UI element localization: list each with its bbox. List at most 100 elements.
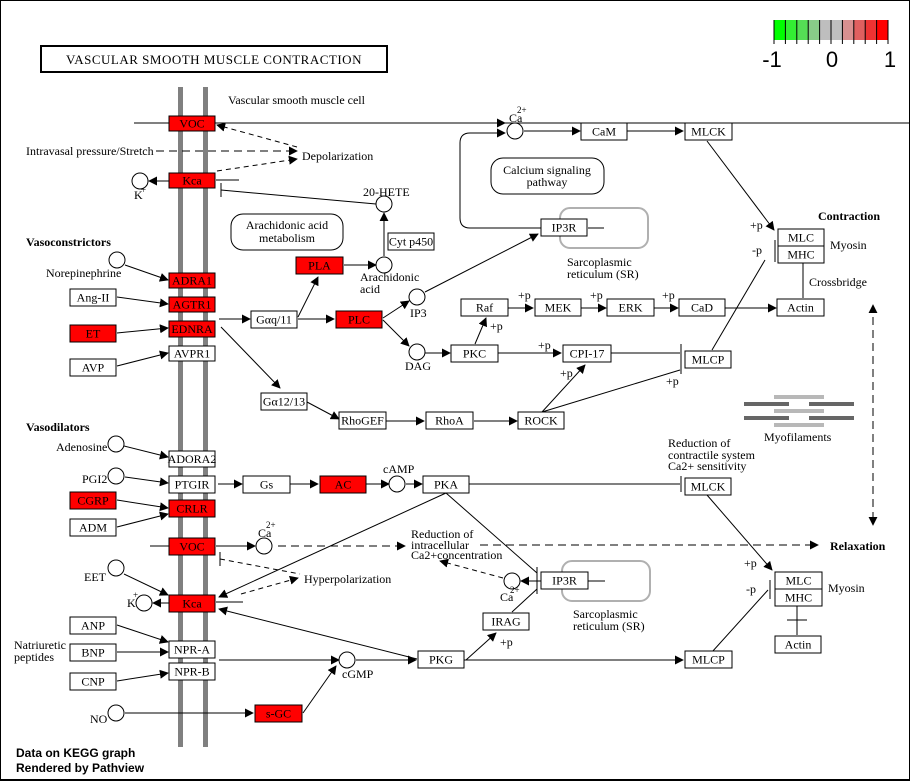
gene-node-ednra[interactable]: EDNRA xyxy=(168,320,216,338)
gene-box[interactable] xyxy=(250,310,298,329)
gene-node-rhoa[interactable]: RhoA xyxy=(425,411,474,430)
compound-k-top[interactable] xyxy=(131,172,149,190)
gene-node-gaq[interactable]: Gαq/11 xyxy=(250,310,298,329)
gene-box[interactable] xyxy=(254,704,303,723)
gene-node-kca1[interactable]: Kca xyxy=(168,172,216,189)
gene-node-avp[interactable]: AVP xyxy=(69,358,117,377)
gene-box[interactable] xyxy=(562,344,612,363)
compound-camp[interactable] xyxy=(388,475,406,493)
gene-node-pkc[interactable]: PKC xyxy=(450,344,499,363)
gene-box[interactable] xyxy=(774,588,823,607)
gene-node-pkg[interactable]: PKG xyxy=(417,650,465,669)
gene-box[interactable] xyxy=(242,475,291,494)
gene-box[interactable] xyxy=(69,518,117,537)
gene-node-sgc[interactable]: s-GC xyxy=(254,704,303,723)
gene-box[interactable] xyxy=(450,344,499,363)
gene-node-ptgir[interactable]: PTGIR xyxy=(168,475,216,494)
gene-box[interactable] xyxy=(295,256,344,275)
gene-box[interactable] xyxy=(168,320,216,338)
gene-box[interactable] xyxy=(168,499,216,518)
gene-node-ac[interactable]: AC xyxy=(319,475,367,494)
gene-box[interactable] xyxy=(69,672,117,691)
gene-box[interactable] xyxy=(460,298,509,317)
gene-node-cam[interactable]: CaM xyxy=(580,122,628,141)
gene-box[interactable] xyxy=(168,475,216,494)
gene-node-npra[interactable]: NPR-A xyxy=(168,640,216,659)
gene-node-plc[interactable]: PLC xyxy=(335,310,383,329)
gene-box[interactable] xyxy=(335,310,383,329)
gene-node-crlr[interactable]: CRLR xyxy=(168,499,216,518)
compound-pgi2[interactable] xyxy=(107,467,125,485)
gene-box[interactable] xyxy=(319,475,367,494)
gene-node-bnp[interactable]: BNP xyxy=(69,643,117,662)
compound-norepinephrine[interactable] xyxy=(108,251,126,269)
gene-box[interactable] xyxy=(684,477,732,496)
gene-node-raf[interactable]: Raf xyxy=(460,298,509,317)
gene-node-et[interactable]: ET xyxy=(69,324,117,343)
gene-box[interactable] xyxy=(540,218,588,237)
gene-box[interactable] xyxy=(260,392,308,411)
gene-node-adora2[interactable]: ADORA2 xyxy=(168,450,217,468)
gene-box[interactable] xyxy=(69,643,117,662)
compound-eet[interactable] xyxy=(107,559,125,577)
gene-box[interactable] xyxy=(774,635,822,654)
gene-node-irag[interactable]: IRAG xyxy=(482,612,530,631)
gene-box[interactable] xyxy=(168,450,216,468)
gene-box[interactable] xyxy=(168,345,216,362)
gene-node-actin1[interactable]: Actin xyxy=(776,298,825,317)
gene-box[interactable] xyxy=(534,298,582,317)
compound-adenosine[interactable] xyxy=(107,435,125,453)
gene-box[interactable] xyxy=(69,491,117,510)
gene-node-cyp[interactable]: Cyt p450 xyxy=(387,232,435,251)
gene-node-anp[interactable]: ANP xyxy=(69,616,117,635)
gene-node-pka[interactable]: PKA xyxy=(422,475,470,494)
gene-node-pla[interactable]: PLA xyxy=(295,256,344,275)
gene-box[interactable] xyxy=(482,612,530,631)
gene-node-mlcp1[interactable]: MLCP xyxy=(684,350,732,369)
gene-node-voc1[interactable]: VOC xyxy=(168,115,216,132)
gene-box[interactable] xyxy=(417,650,465,669)
gene-node-adra1[interactable]: ADRA1 xyxy=(168,272,216,289)
gene-node-adm[interactable]: ADM xyxy=(69,518,117,537)
gene-box[interactable] xyxy=(425,411,474,430)
gene-box[interactable] xyxy=(338,411,387,430)
gene-box[interactable] xyxy=(168,296,216,313)
compound-no[interactable] xyxy=(107,704,125,722)
gene-node-ip3r2[interactable]: IP3R xyxy=(540,571,589,590)
gene-node-actin2[interactable]: Actin xyxy=(774,635,822,654)
compound-dag[interactable] xyxy=(408,343,426,361)
gene-box[interactable] xyxy=(540,571,589,590)
gene-box[interactable] xyxy=(606,298,655,317)
gene-box[interactable] xyxy=(580,122,628,141)
gene-box[interactable] xyxy=(69,324,117,343)
compound-k-bottom[interactable] xyxy=(135,594,153,612)
gene-box[interactable] xyxy=(168,662,216,681)
gene-node-mlcp2[interactable]: MLCP xyxy=(684,650,733,669)
compound-ca-top[interactable] xyxy=(506,122,524,140)
gene-node-mlc1[interactable]: MLC xyxy=(777,228,825,247)
gene-node-agtr1[interactable]: AGTR1 xyxy=(168,296,216,313)
gene-box[interactable] xyxy=(168,537,216,556)
arachidonic-metabolism-map[interactable] xyxy=(230,213,344,251)
gene-node-rhogef[interactable]: RhoGEF xyxy=(338,411,387,430)
gene-node-mlck2[interactable]: MLCK xyxy=(684,477,732,496)
gene-node-mek[interactable]: MEK xyxy=(534,298,582,317)
gene-box[interactable] xyxy=(684,350,732,369)
gene-node-erk[interactable]: ERK xyxy=(606,298,655,317)
gene-box[interactable] xyxy=(168,115,216,132)
gene-box[interactable] xyxy=(777,245,825,264)
gene-node-angii[interactable]: Ang-II xyxy=(69,288,117,307)
gene-box[interactable] xyxy=(684,650,733,669)
compound-ip3[interactable] xyxy=(408,288,426,306)
gene-node-nprb[interactable]: NPR-B xyxy=(168,662,216,681)
gene-node-cad[interactable]: CaD xyxy=(678,298,726,317)
gene-box[interactable] xyxy=(69,358,117,377)
gene-box[interactable] xyxy=(168,272,216,289)
gene-box[interactable] xyxy=(684,122,733,141)
gene-box[interactable] xyxy=(678,298,726,317)
gene-node-ip3r1[interactable]: IP3R xyxy=(540,218,588,237)
gene-node-avpr1[interactable]: AVPR1 xyxy=(168,345,216,362)
gene-node-gs[interactable]: Gs xyxy=(242,475,291,494)
gene-box[interactable] xyxy=(168,594,216,613)
gene-box[interactable] xyxy=(168,172,216,189)
